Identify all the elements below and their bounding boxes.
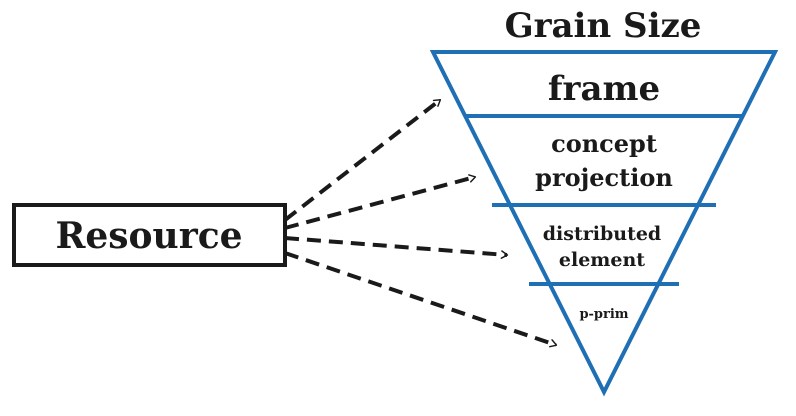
level-label-frame: frame [548, 69, 660, 109]
resource-box-border [12, 203, 287, 267]
resource-label: Resource [55, 215, 242, 257]
arrow-to-distributed-element [284, 236, 509, 259]
arrow-to-frame [283, 98, 442, 222]
arrows [283, 98, 558, 348]
triangle-outline [429, 50, 779, 397]
arrow-to-p-prim [284, 251, 558, 348]
level-label-concept-projection-line-2: projection [535, 163, 673, 192]
level-label-concept-projection-line-1: concept [551, 129, 657, 158]
level-label-distributed-element-line-2: element [559, 249, 645, 271]
grain-size-triangle [429, 50, 779, 397]
level-label-p-prim: p-prim [579, 307, 628, 322]
level-label-distributed-element-line-1: distributed [543, 223, 661, 245]
arrow-to-concept-projection [284, 174, 477, 230]
resource-box: Resource [12, 203, 287, 267]
diagram-title: Grain Size [505, 6, 702, 46]
